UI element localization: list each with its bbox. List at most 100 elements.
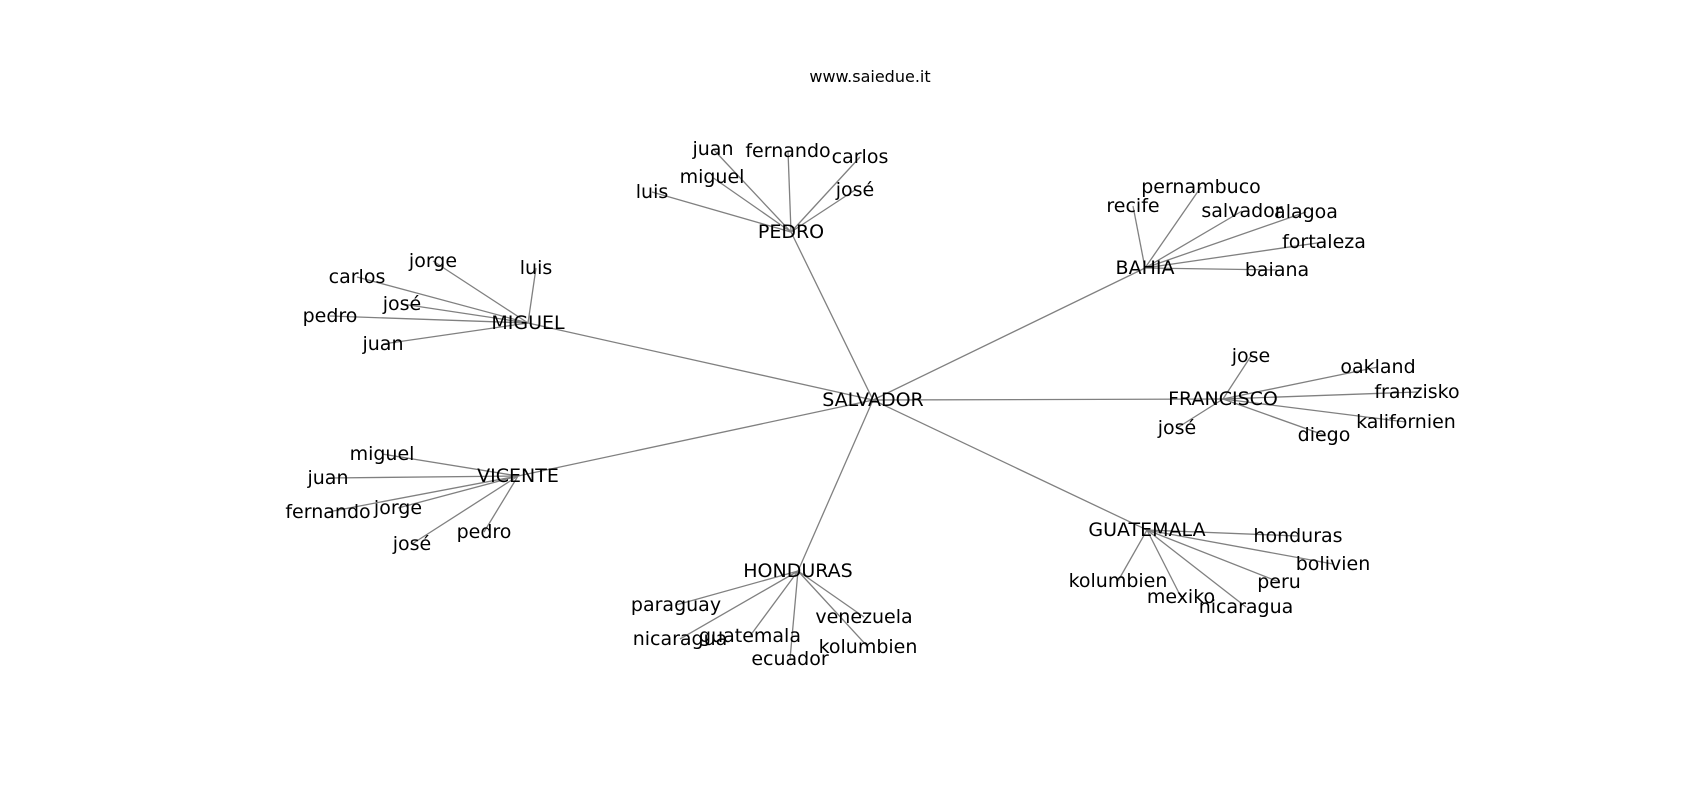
leaf-node-label: juan xyxy=(361,333,403,355)
leaf-node-label: recife xyxy=(1106,195,1159,217)
leaf-node-label: ecuador xyxy=(751,648,829,670)
leaf-node-label: bolivien xyxy=(1296,553,1371,575)
edge-honduras-to-leaf xyxy=(789,570,799,660)
leaf-node-label: pedro xyxy=(303,305,358,327)
leaf-node-label: kalifornien xyxy=(1356,411,1456,433)
hub-node-label: GUATEMALA xyxy=(1088,519,1205,541)
leaf-node-label: miguel xyxy=(350,443,415,465)
edge-root-to-bahia xyxy=(872,267,1146,401)
edge-bahia-to-leaf xyxy=(1144,241,1325,269)
hub-node-label: MIGUEL xyxy=(491,312,565,334)
edge-guatemala-to-leaf xyxy=(1146,529,1247,608)
leaf-node-label: fernando xyxy=(745,140,830,162)
leaf-node-label: salvador xyxy=(1201,200,1282,222)
leaf-node-label: pedro xyxy=(457,521,512,543)
edge-root-to-miguel xyxy=(527,322,874,401)
edge-root-to-pedro xyxy=(790,231,874,401)
hub-node-label: HONDURAS xyxy=(743,560,852,582)
hub-node-label: VICENTE xyxy=(477,465,559,487)
edge-vicente-to-leaf xyxy=(483,475,519,533)
leaf-node-label: oakland xyxy=(1340,356,1415,378)
edge-miguel-to-leaf xyxy=(329,315,529,324)
leaf-node-label: fernando xyxy=(285,501,370,523)
leaf-node-label: nicaragua xyxy=(633,628,728,650)
leaf-node-label: kolumbien xyxy=(1069,570,1168,592)
leaf-node-label: josé xyxy=(382,293,422,315)
edge-honduras-to-leaf xyxy=(679,570,799,640)
edge-bahia-to-leaf xyxy=(1144,267,1278,271)
edge-pedro-to-leaf xyxy=(790,189,856,233)
edge-guatemala-to-leaf xyxy=(1146,529,1280,583)
edge-francisco-to-leaf xyxy=(1222,355,1252,400)
hub-node-label: BAHIA xyxy=(1116,257,1175,279)
edge-honduras-to-leaf xyxy=(797,570,869,648)
leaf-node-label: baiana xyxy=(1245,259,1309,281)
edge-root-to-honduras xyxy=(797,399,874,572)
edge-pedro-to-leaf xyxy=(787,150,792,233)
edge-francisco-to-leaf xyxy=(1222,366,1379,400)
leaf-node-label: josé xyxy=(1157,417,1197,439)
leaf-node-label: nicaragua xyxy=(1199,596,1294,618)
leaf-node-label: jose xyxy=(1231,345,1271,367)
edge-vicente-to-leaf xyxy=(381,453,519,477)
edge-pedro-to-leaf xyxy=(651,191,792,233)
edge-miguel-to-leaf xyxy=(432,260,529,324)
leaf-node-label: luis xyxy=(636,181,669,203)
leaf-node-label: juan xyxy=(691,138,733,160)
edge-guatemala-to-leaf xyxy=(1146,529,1182,598)
edge-pedro-to-leaf xyxy=(790,156,861,233)
leaf-node-label: guatemala xyxy=(699,625,801,647)
edge-honduras-to-leaf xyxy=(797,570,865,618)
edge-guatemala-to-leaf xyxy=(1146,529,1299,537)
leaf-node-label: paraguay xyxy=(631,594,721,616)
root-node-label: SALVADOR xyxy=(822,389,923,411)
edge-root-to-guatemala xyxy=(872,399,1148,531)
edge-guatemala-to-leaf xyxy=(1146,529,1334,565)
leaf-node-label: miguel xyxy=(680,166,745,188)
leaf-node-label: carlos xyxy=(329,266,386,288)
leaf-node-label: josé xyxy=(392,533,432,555)
edge-bahia-to-leaf xyxy=(1144,186,1202,269)
leaf-node-label: pernambuco xyxy=(1141,176,1261,198)
edge-root-to-francisco xyxy=(872,398,1224,401)
edge-vicente-to-leaf xyxy=(327,475,519,513)
leaf-node-label: alagoa xyxy=(1274,201,1338,223)
edge-francisco-to-leaf xyxy=(1222,398,1407,423)
edge-root-to-vicente xyxy=(517,399,874,477)
edge-pedro-to-leaf xyxy=(712,148,792,233)
edge-guatemala-to-leaf xyxy=(1117,529,1148,582)
edge-francisco-to-leaf xyxy=(1176,398,1224,429)
edge-vicente-to-leaf xyxy=(327,475,519,479)
leaf-node-label: jorge xyxy=(373,497,422,519)
leaf-node-label: luis xyxy=(520,257,553,279)
edge-pedro-to-leaf xyxy=(711,176,792,233)
leaf-node-label: fortaleza xyxy=(1282,231,1366,253)
edge-vicente-to-leaf xyxy=(411,475,519,545)
edge-miguel-to-leaf xyxy=(401,303,529,324)
leaf-node-label: josé xyxy=(835,179,875,201)
edges-layer xyxy=(327,148,1418,660)
edge-bahia-to-leaf xyxy=(1144,210,1243,269)
leaf-node-label: carlos xyxy=(832,146,889,168)
leaf-node-label: venezuela xyxy=(815,606,912,628)
hub-node-label: FRANCISCO xyxy=(1168,388,1278,410)
edge-bahia-to-leaf xyxy=(1144,211,1307,269)
edge-francisco-to-leaf xyxy=(1222,398,1325,436)
leaf-node-label: franzisko xyxy=(1374,381,1459,403)
edge-vicente-to-leaf xyxy=(397,475,519,509)
diagram-title: www.saiedue.it xyxy=(809,67,930,86)
leaf-node-label: diego xyxy=(1298,424,1351,446)
edge-honduras-to-leaf xyxy=(675,570,799,606)
edge-miguel-to-leaf xyxy=(527,267,537,324)
edge-miguel-to-leaf xyxy=(382,322,529,345)
leaf-node-label: mexiko xyxy=(1147,586,1215,608)
leaf-node-label: jorge xyxy=(408,250,457,272)
leaf-node-label: peru xyxy=(1257,571,1301,593)
edge-francisco-to-leaf xyxy=(1222,391,1418,400)
leaf-node-label: juan xyxy=(306,467,348,489)
hub-node-label: PEDRO xyxy=(758,221,824,243)
edge-honduras-to-leaf xyxy=(749,570,799,637)
edge-bahia-to-leaf xyxy=(1132,205,1146,269)
